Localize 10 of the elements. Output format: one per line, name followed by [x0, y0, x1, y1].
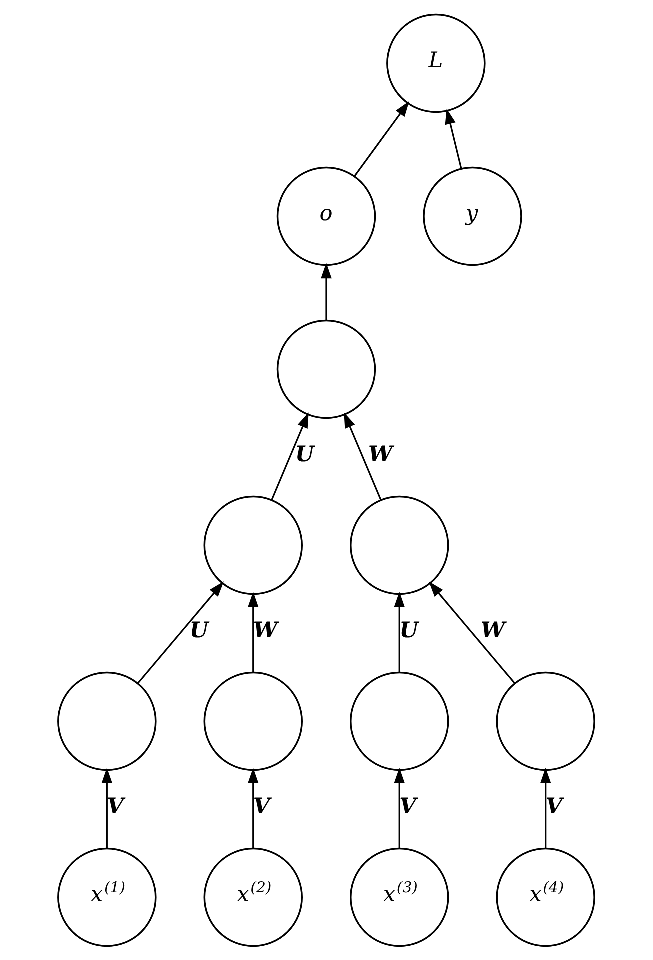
edge-label: V — [546, 794, 563, 819]
edge-label: W — [368, 442, 393, 467]
edge-label: V — [400, 794, 416, 819]
edge-label: V — [107, 794, 124, 819]
edge-label: U — [400, 618, 419, 643]
edge-label: U — [295, 442, 314, 467]
edge-label: U — [190, 618, 209, 643]
edge-label: W — [480, 618, 506, 643]
edge-label: V — [253, 794, 270, 819]
edge-label: W — [253, 618, 278, 643]
